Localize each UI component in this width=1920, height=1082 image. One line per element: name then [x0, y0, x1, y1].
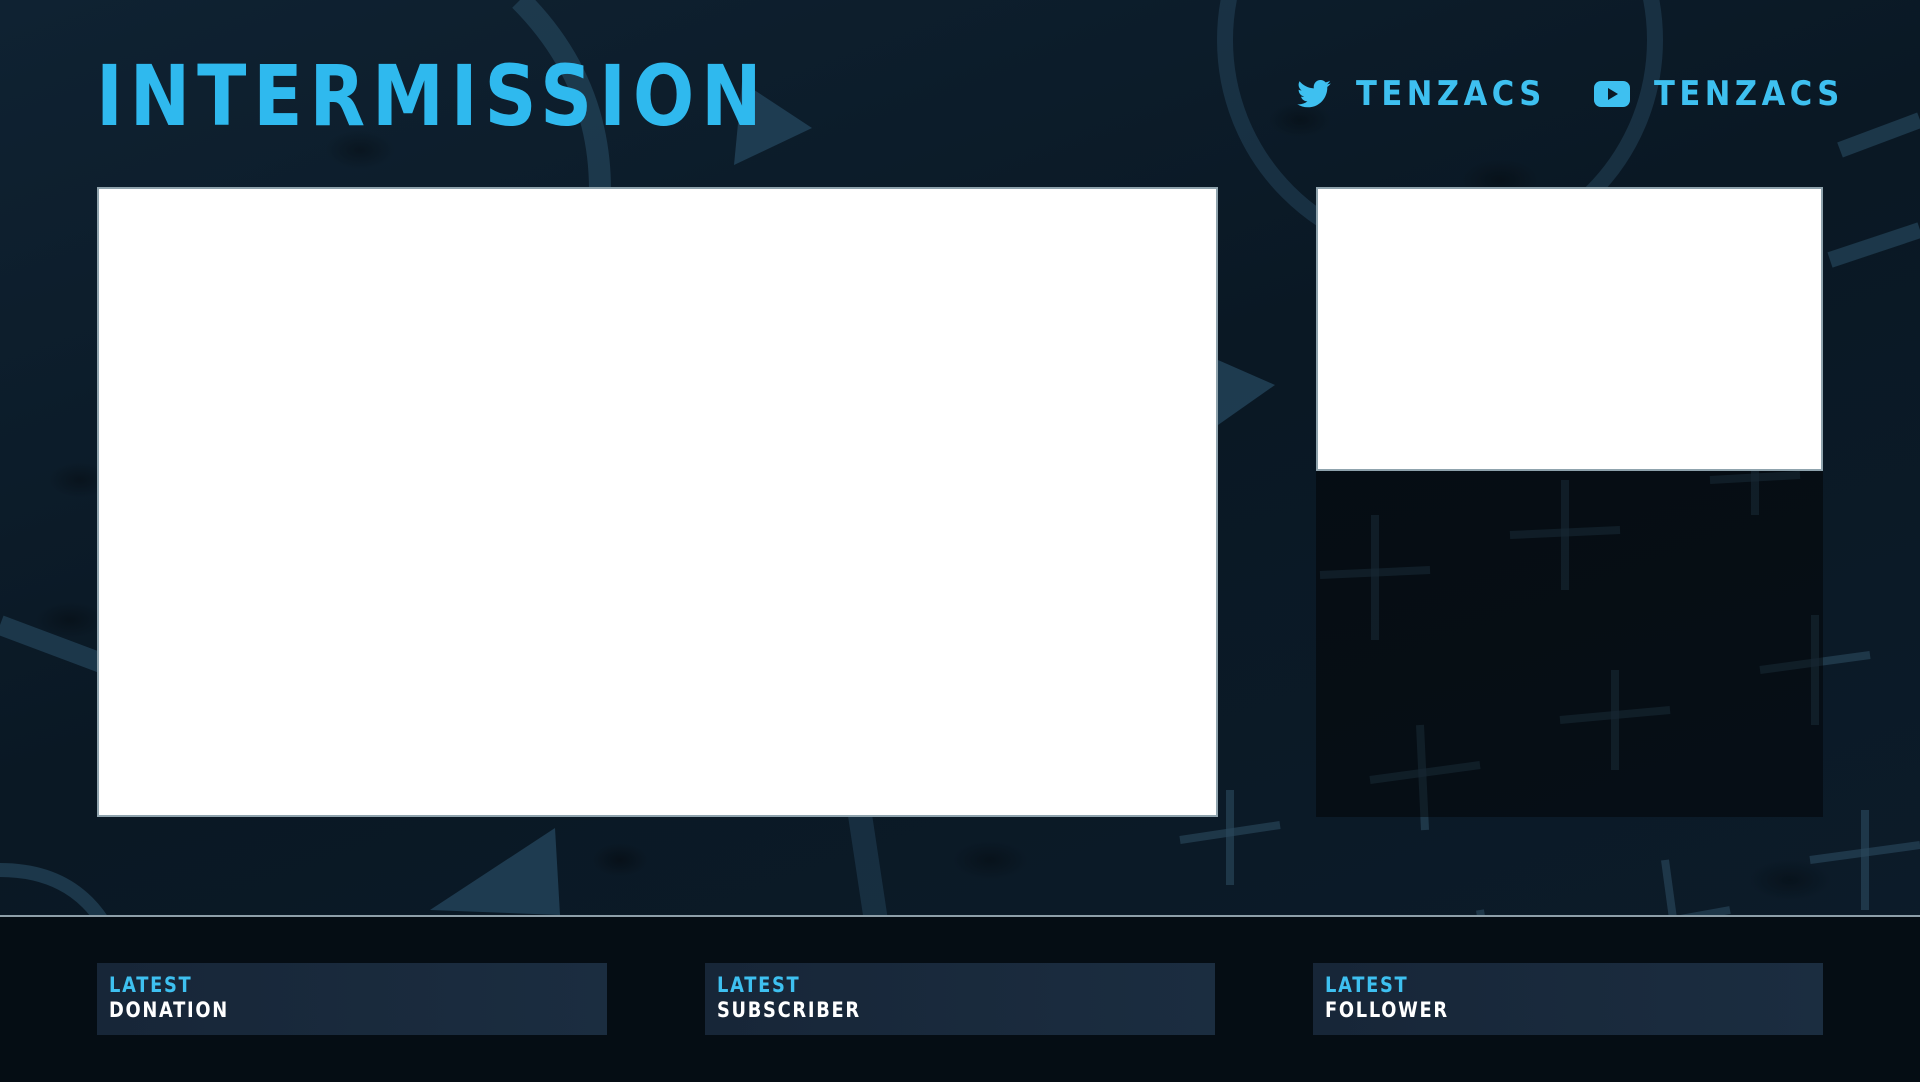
latest-follower-label: FOLLOWER — [1325, 998, 1449, 1022]
sidebar-panel — [1316, 471, 1823, 817]
latest-donation-box: LATEST DONATION — [97, 963, 607, 1035]
latest-donation-label: DONATION — [109, 998, 229, 1022]
latest-subscriber-box: LATEST SUBSCRIBER — [705, 963, 1215, 1035]
latest-subscriber-kicker: LATEST — [717, 973, 801, 997]
latest-donation-kicker: LATEST — [109, 973, 193, 997]
youtube-social: TENZACS — [1594, 72, 1865, 116]
twitter-social: TENZACS — [1296, 72, 1567, 116]
page-title: INTERMISSION — [96, 47, 769, 145]
main-content-frame — [97, 187, 1218, 817]
latest-follower-kicker: LATEST — [1325, 973, 1409, 997]
twitter-icon — [1296, 76, 1332, 112]
twitter-handle: TENZACS — [1356, 74, 1546, 114]
webcam-frame — [1316, 187, 1823, 471]
latest-subscriber-label: SUBSCRIBER — [717, 998, 861, 1022]
youtube-handle: TENZACS — [1654, 74, 1844, 114]
youtube-icon — [1594, 76, 1630, 112]
latest-follower-box: LATEST FOLLOWER — [1313, 963, 1823, 1035]
